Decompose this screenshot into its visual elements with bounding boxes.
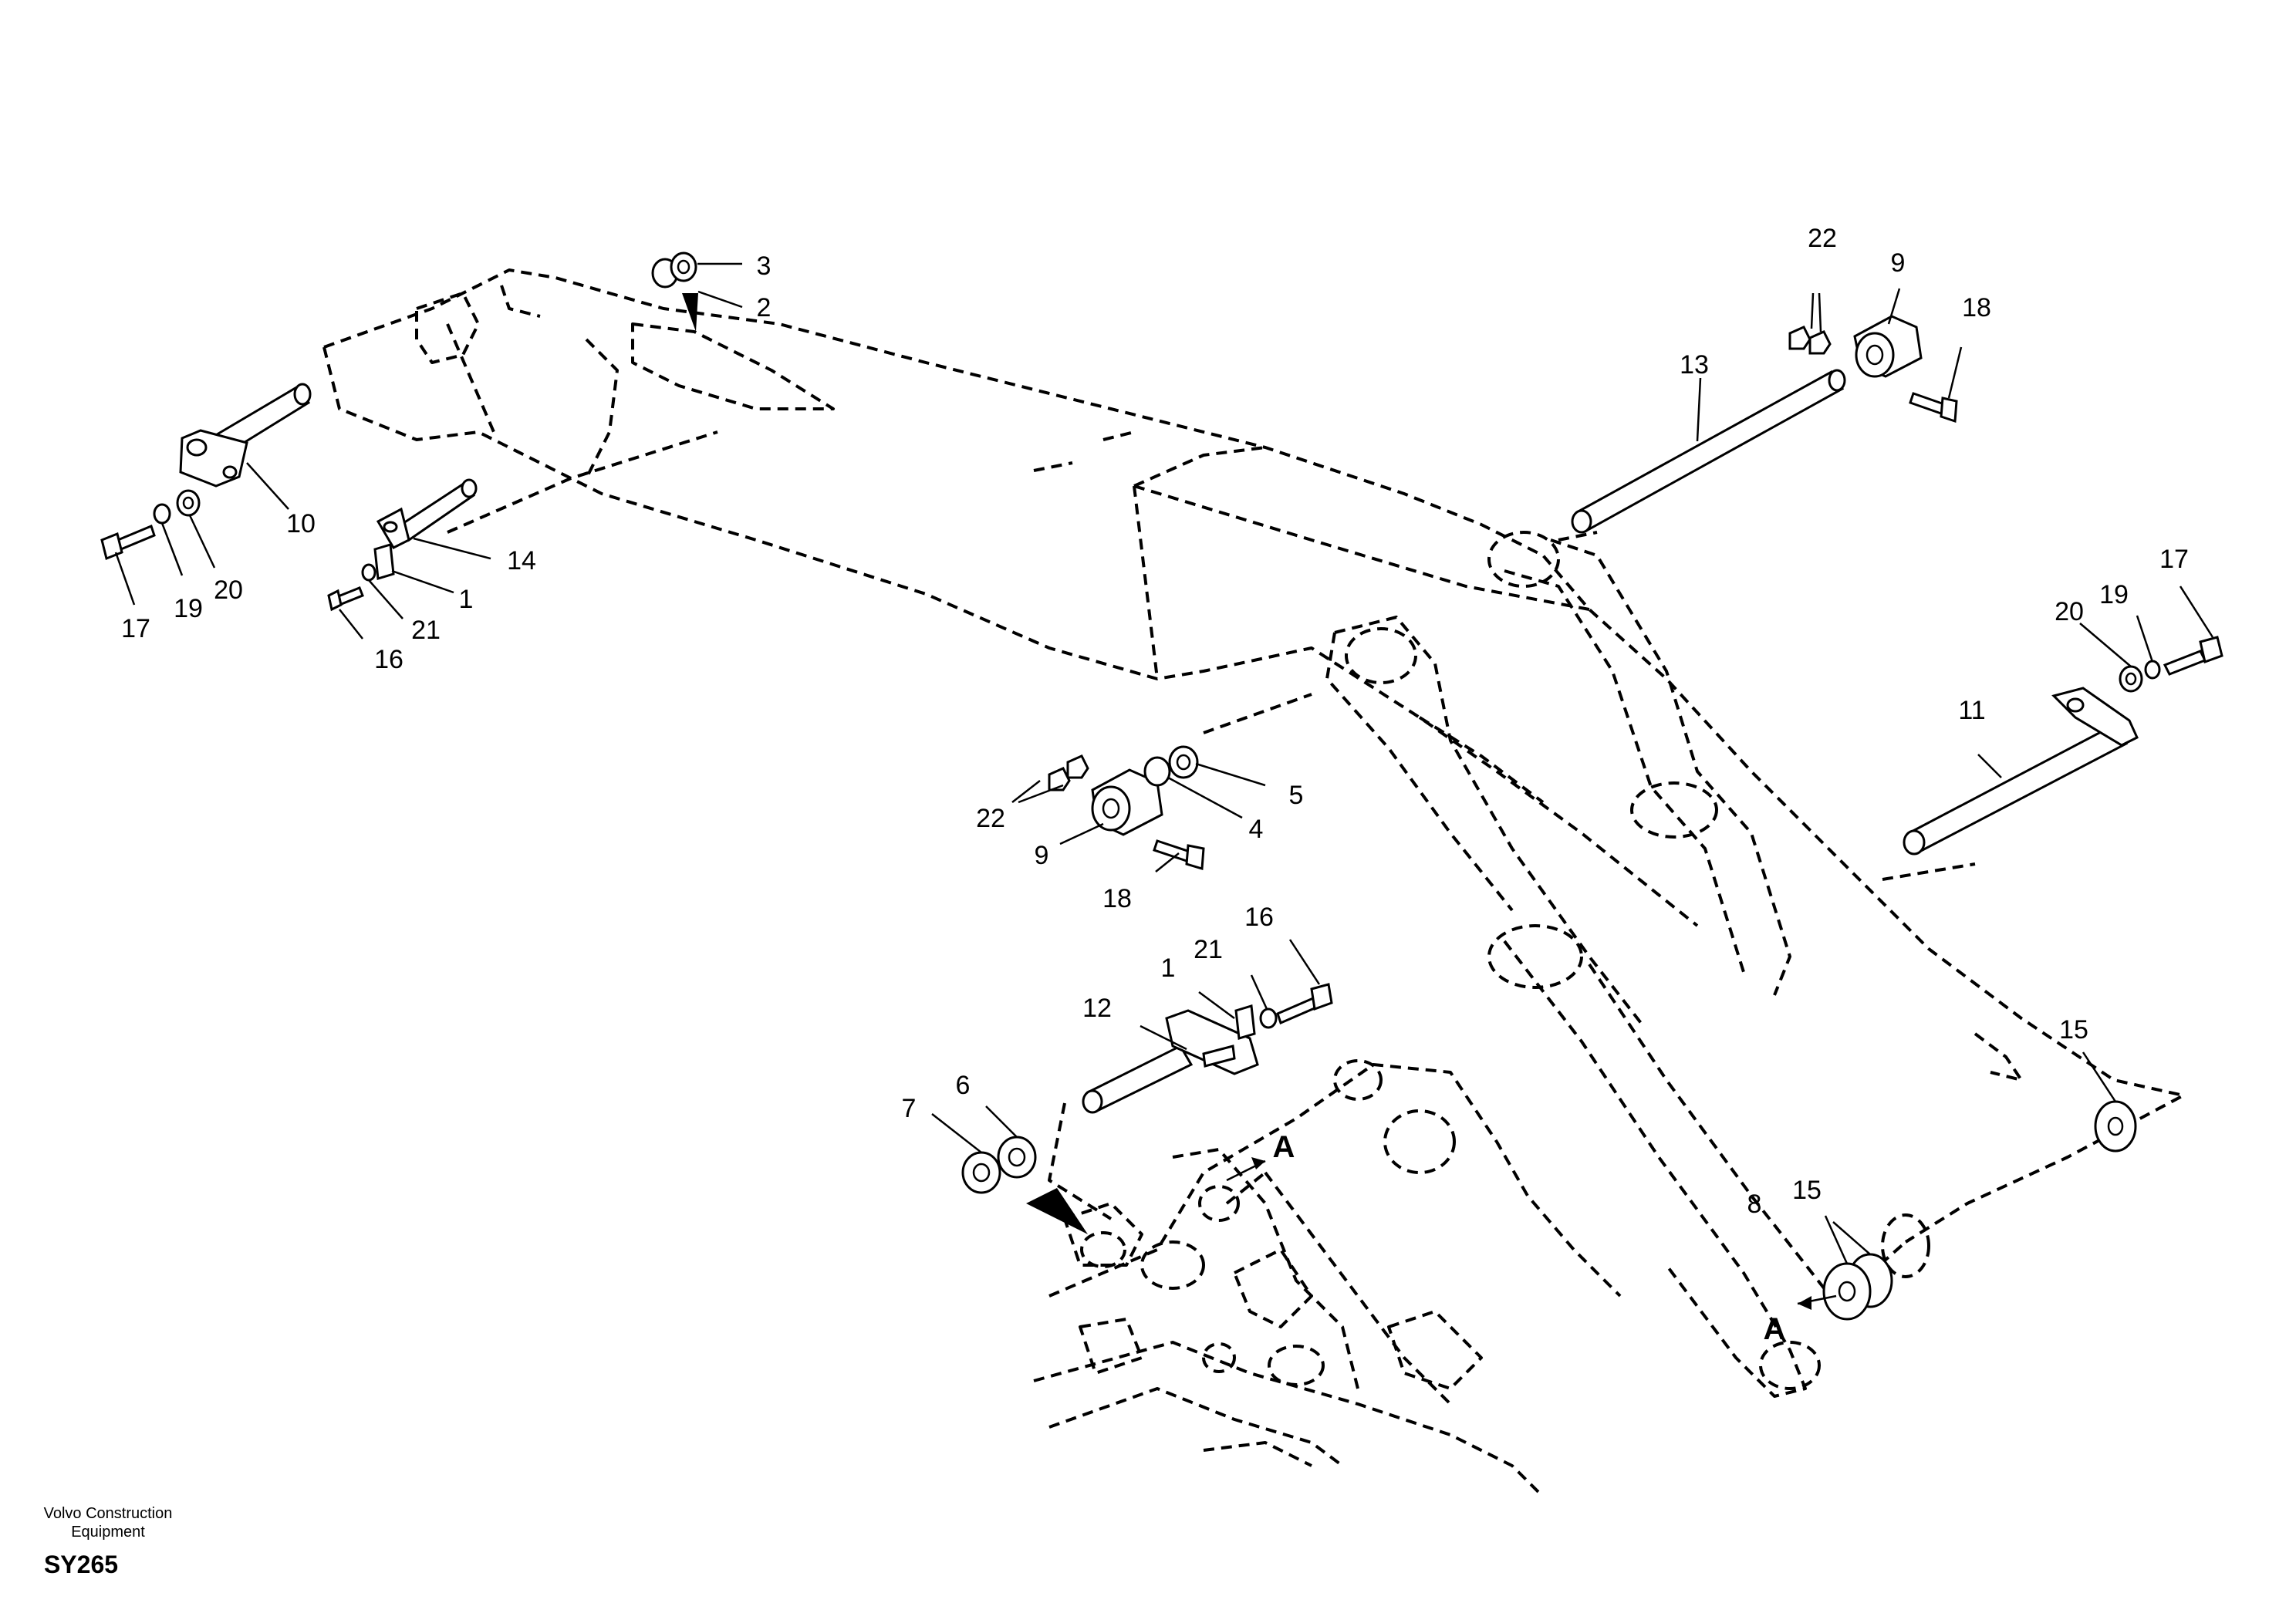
pin-14	[373, 478, 478, 580]
callout-18-middle: 18	[1102, 884, 1132, 913]
callout-14: 14	[507, 546, 536, 575]
callout-8: 8	[1747, 1190, 1762, 1219]
callout-7: 7	[902, 1094, 917, 1123]
callout-20-right: 20	[2055, 597, 2084, 626]
callout-6: 6	[956, 1071, 971, 1100]
callout-21-bottom: 21	[1194, 935, 1223, 964]
washers-8-15	[1822, 1100, 2137, 1321]
bolt-17-right	[2119, 636, 2223, 693]
pin-11	[1903, 687, 2139, 856]
callout-4: 4	[1249, 815, 1264, 844]
callout-9-top: 9	[1891, 248, 1906, 278]
callout-22-middle: 22	[976, 804, 1005, 833]
callout-11: 11	[1958, 696, 1985, 725]
callout-17-left: 17	[121, 614, 150, 643]
washers-2-3	[651, 251, 698, 332]
bolt-16-left	[327, 563, 376, 612]
boom-outline	[322, 268, 2185, 1398]
callout-19-right: 19	[2099, 580, 2129, 609]
view-marker-a-upper: A	[1273, 1130, 1295, 1164]
callout-3: 3	[757, 251, 772, 281]
callout-1-bottom: 1	[1161, 953, 1176, 983]
callout-22-top: 22	[1808, 224, 1837, 253]
washers-6-7	[961, 1136, 1088, 1234]
company-name-line1: Volvo Construction	[43, 1505, 173, 1522]
pin-10	[179, 383, 312, 488]
company-name-line2: Equipment	[71, 1524, 145, 1541]
view-arrows	[1226, 1157, 1837, 1310]
diagram-code: SY265	[43, 1551, 119, 1578]
bolt-16-bottom	[1259, 983, 1333, 1029]
callout-13: 13	[1680, 350, 1709, 380]
callout-20-left: 20	[214, 575, 243, 605]
callout-1-left: 1	[459, 585, 474, 614]
callout-15-right: 15	[2059, 1015, 2088, 1045]
company-name: Volvo Construction Equipment	[23, 1504, 193, 1541]
callout-17-right: 17	[2159, 545, 2189, 574]
callout-19-left: 19	[174, 594, 203, 623]
callout-12: 12	[1082, 994, 1112, 1023]
linkage-outline	[1033, 1059, 1622, 1498]
pin-12	[1082, 1004, 1259, 1114]
callout-5: 5	[1289, 781, 1304, 810]
callout-9-middle: 9	[1035, 841, 1049, 870]
leader-lines	[114, 262, 2214, 1264]
callout-16-left: 16	[374, 645, 403, 674]
callout-18-top: 18	[1962, 293, 1991, 322]
callouts: 3 2 22 9 18 13 10 14 1 21 16 20 19 17 17…	[121, 224, 2189, 1346]
callout-21-left: 21	[411, 616, 441, 645]
callout-10: 10	[286, 509, 316, 538]
callout-16-bottom: 16	[1244, 903, 1274, 932]
callout-2: 2	[757, 293, 772, 322]
view-marker-a-lower: A	[1764, 1312, 1786, 1346]
collar-9-top	[1788, 315, 1958, 424]
collar-9-middle	[1048, 745, 1205, 870]
pin-13	[1571, 369, 1846, 534]
bolt-17-left	[100, 489, 201, 561]
callout-15-lower: 15	[1792, 1176, 1822, 1205]
